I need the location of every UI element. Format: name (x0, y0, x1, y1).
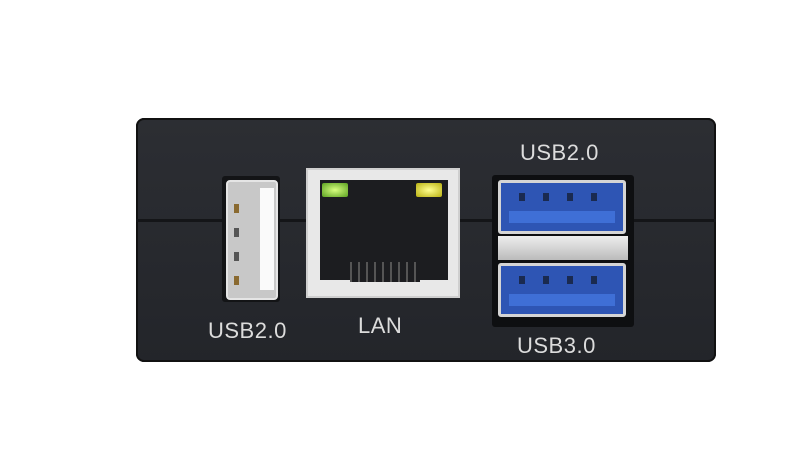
usb-pin (234, 252, 239, 261)
usb-stack (492, 175, 634, 327)
led-green (322, 183, 348, 197)
usb-separator (498, 236, 628, 260)
usb-pins (519, 276, 609, 284)
usb-port-top (498, 180, 626, 234)
usb-pins (519, 193, 609, 201)
usb-pin (234, 228, 239, 237)
lan-port (306, 168, 460, 298)
usb-pin (234, 204, 239, 213)
usb-shell (226, 180, 278, 300)
label-lan: LAN (358, 313, 403, 338)
led-yellow (416, 183, 442, 197)
usb-tongue (509, 211, 615, 223)
rj45-contacts (350, 262, 420, 282)
usb-pin (234, 276, 239, 285)
label-usb2-top: USB2.0 (520, 140, 599, 165)
usb-tongue (509, 294, 615, 306)
label-usb2-left: USB2.0 (208, 318, 287, 343)
usb-port-bottom (498, 263, 626, 317)
label-usb3-bottom: USB3.0 (517, 333, 596, 358)
usb2-port-left (222, 176, 280, 302)
usb-tongue (260, 188, 274, 290)
